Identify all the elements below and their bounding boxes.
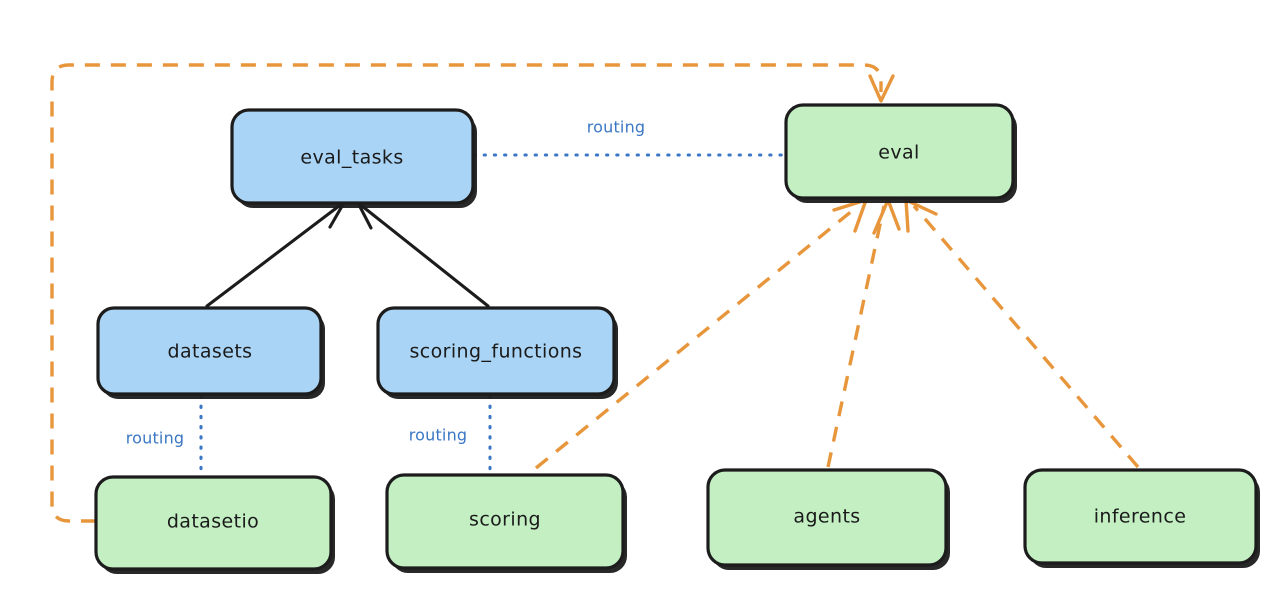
node-scoring-box — [385, 473, 625, 570]
node-eval-tasks-label: eval_tasks — [300, 147, 403, 169]
node-scoring-label: scoring — [469, 509, 541, 531]
edge-label-routing-scoring: routing — [409, 426, 468, 445]
node-inference-label: inference — [1094, 506, 1187, 528]
edge-datasets-to-eval-tasks — [205, 204, 341, 308]
node-scoring-functions-label: scoring_functions — [410, 341, 583, 363]
node-eval-tasks[interactable]: eval_tasks — [230, 108, 477, 208]
edge-agents-to-eval — [826, 205, 886, 468]
node-datasetio-box — [94, 475, 333, 571]
edge-datasetio-to-eval — [50, 63, 883, 523]
arrowhead-datasetio-to-eval — [868, 74, 895, 103]
node-eval[interactable]: eval — [784, 103, 1017, 203]
node-scoring-functions-box — [376, 306, 616, 396]
node-agents-label: agents — [793, 506, 860, 528]
edge-scoring-to-eval — [534, 204, 860, 470]
edge-inference-to-eval — [912, 204, 1140, 469]
node-inference-box — [1023, 468, 1258, 565]
node-datasetio-label: datasetio — [167, 511, 259, 533]
edge-label-routing-eval: routing — [587, 118, 646, 137]
node-agents[interactable]: agents — [706, 468, 950, 570]
edge-layer — [50, 63, 1140, 523]
node-agents-box — [706, 468, 948, 567]
node-eval-label: eval — [878, 142, 919, 164]
arrowhead-agents-to-eval — [872, 198, 901, 235]
arrowhead-scoring-to-eval — [832, 198, 868, 233]
edge-label-routing-datasetio: routing — [126, 429, 185, 448]
node-inference[interactable]: inference — [1023, 468, 1260, 568]
node-datasets-box — [96, 306, 323, 396]
node-layer: eval_tasks eval datasets scoring_functio… — [94, 103, 1260, 574]
node-datasets-label: datasets — [168, 341, 253, 363]
edge-scoring-functions-to-eval-tasks — [360, 204, 490, 308]
node-datasets[interactable]: datasets — [96, 306, 325, 399]
node-datasetio[interactable]: datasetio — [94, 475, 335, 574]
node-scoring-functions[interactable]: scoring_functions — [376, 306, 618, 399]
node-scoring[interactable]: scoring — [385, 473, 627, 573]
node-eval-tasks-box — [230, 108, 475, 205]
edge-label-layer: routing routing routing — [126, 118, 646, 448]
node-eval-box — [784, 103, 1015, 200]
